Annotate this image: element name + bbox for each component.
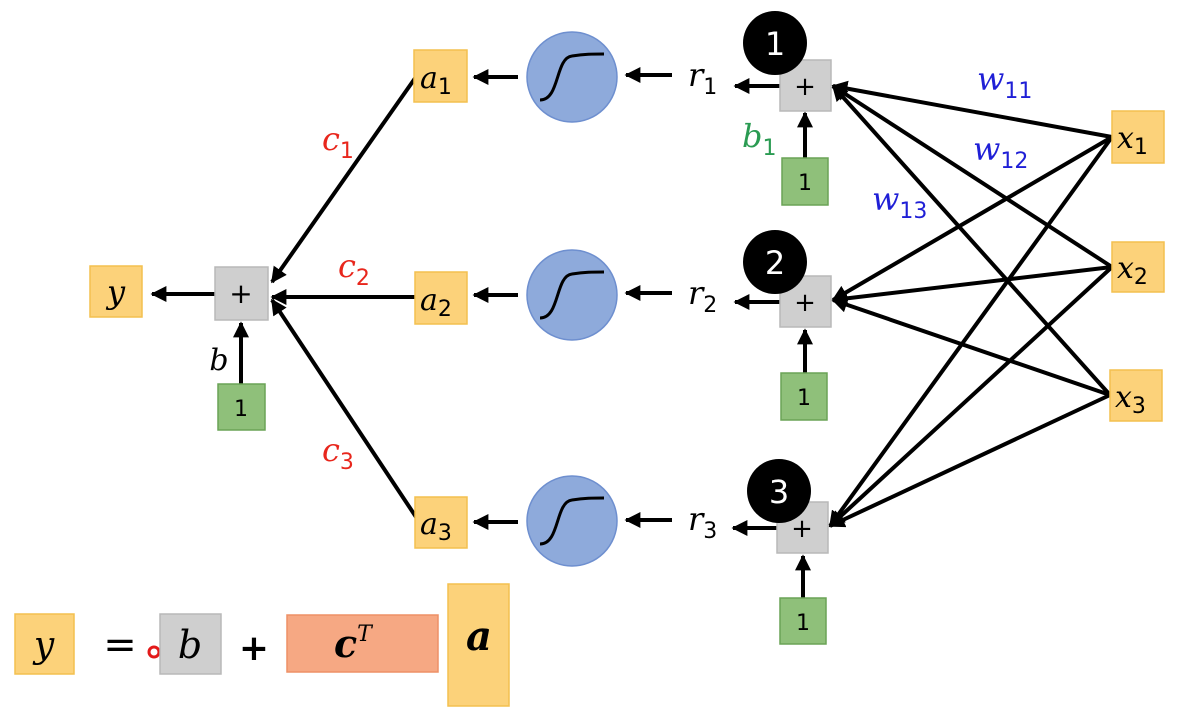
arrow-a3-to-sum	[270, 298, 420, 522]
sigmoid-curve-icon	[539, 270, 605, 320]
w13-label: w13	[872, 180, 927, 224]
connection-x3-to-neuron3	[828, 393, 1111, 528]
svg-text:3: 3	[769, 473, 789, 511]
svg-text:y: y	[32, 625, 55, 666]
svg-text:a1: a1	[420, 61, 452, 100]
svg-text:1: 1	[765, 25, 785, 63]
svg-text:+: +	[791, 514, 813, 544]
connection-x2-to-neuron2	[831, 265, 1113, 307]
w12-label: w12	[973, 130, 1028, 174]
sigmoid-node-1	[526, 31, 618, 123]
connection-x3-to-neuron2	[831, 297, 1111, 397]
equation-b-box: b	[159, 613, 222, 675]
neuron-badge-3: 3	[747, 459, 811, 523]
neuron-badge-1: 1	[743, 11, 807, 75]
c3-label: c3	[322, 431, 354, 475]
r3-label: r3	[688, 500, 717, 544]
hidden-bias-input-2: 1	[780, 372, 828, 421]
svg-text:1: 1	[234, 397, 248, 422]
cursor-indicator-icon	[147, 645, 161, 659]
svg-text:a3: a3	[420, 507, 452, 546]
output-y-label: y	[105, 273, 126, 311]
input-x1-box: x1	[1111, 110, 1165, 164]
svg-text:+: +	[229, 277, 252, 310]
sigmoid-curve-icon	[539, 496, 605, 546]
sigmoid-curve-icon	[539, 52, 605, 102]
svg-text:a2: a2	[420, 283, 452, 322]
svg-text:+: +	[794, 288, 816, 318]
r1-label: r1	[688, 56, 717, 100]
equation-cT-box: cT	[286, 614, 439, 673]
input-x2-box: x2	[1111, 241, 1165, 293]
svg-text:x1: x1	[1117, 121, 1148, 160]
svg-text:b: b	[178, 623, 202, 667]
output-bias-label: b	[209, 343, 228, 378]
a2-box: a2	[414, 271, 468, 325]
output-y-box: y	[89, 265, 143, 318]
hidden-bias-input-3: 1	[779, 597, 827, 645]
svg-text:x2: x2	[1117, 251, 1148, 290]
connection-x1-to-neuron3	[828, 135, 1114, 528]
hidden-sum-node-2: +	[779, 275, 832, 328]
svg-text:x3: x3	[1115, 380, 1146, 419]
svg-text:a: a	[466, 613, 492, 660]
w11-label: w11	[977, 60, 1032, 104]
b1-label: b1	[742, 117, 776, 161]
connection-x1-to-neuron2	[831, 135, 1114, 302]
a1-box: a1	[413, 49, 468, 103]
svg-text:1: 1	[797, 386, 811, 411]
hidden-bias-input-1: 1	[781, 157, 829, 206]
svg-text:+: +	[794, 72, 816, 102]
neuron-badge-2: 2	[743, 230, 807, 294]
sigmoid-node-3	[526, 475, 618, 567]
input-x3-box: x3	[1109, 369, 1163, 422]
c2-label: c2	[338, 247, 370, 291]
equals-sign: =	[103, 622, 137, 668]
c1-label: c1	[322, 120, 354, 164]
equation-y-box: y	[14, 613, 75, 675]
equation: y = b + cT a	[14, 583, 510, 707]
connection-x2-to-neuron3	[828, 265, 1114, 528]
svg-text:1: 1	[796, 611, 810, 636]
sigmoid-node-2	[526, 249, 618, 341]
arrow-a1-to-sum	[270, 72, 420, 284]
a3-box: a3	[414, 496, 468, 549]
connection-x2-to-neuron1	[831, 84, 1114, 269]
svg-text:cT: cT	[334, 621, 374, 666]
equation-a-vector: a	[447, 583, 510, 707]
connection-x1-to-neuron1	[831, 80, 1113, 139]
output-bias-input: 1	[217, 383, 266, 431]
connection-x3-to-neuron1	[831, 84, 1112, 397]
output-sum-node: +	[214, 266, 269, 321]
r2-label: r2	[688, 274, 717, 318]
weight-connections	[828, 80, 1114, 528]
plus-sign: +	[239, 628, 269, 669]
svg-text:1: 1	[798, 171, 812, 196]
svg-text:2: 2	[765, 244, 785, 282]
